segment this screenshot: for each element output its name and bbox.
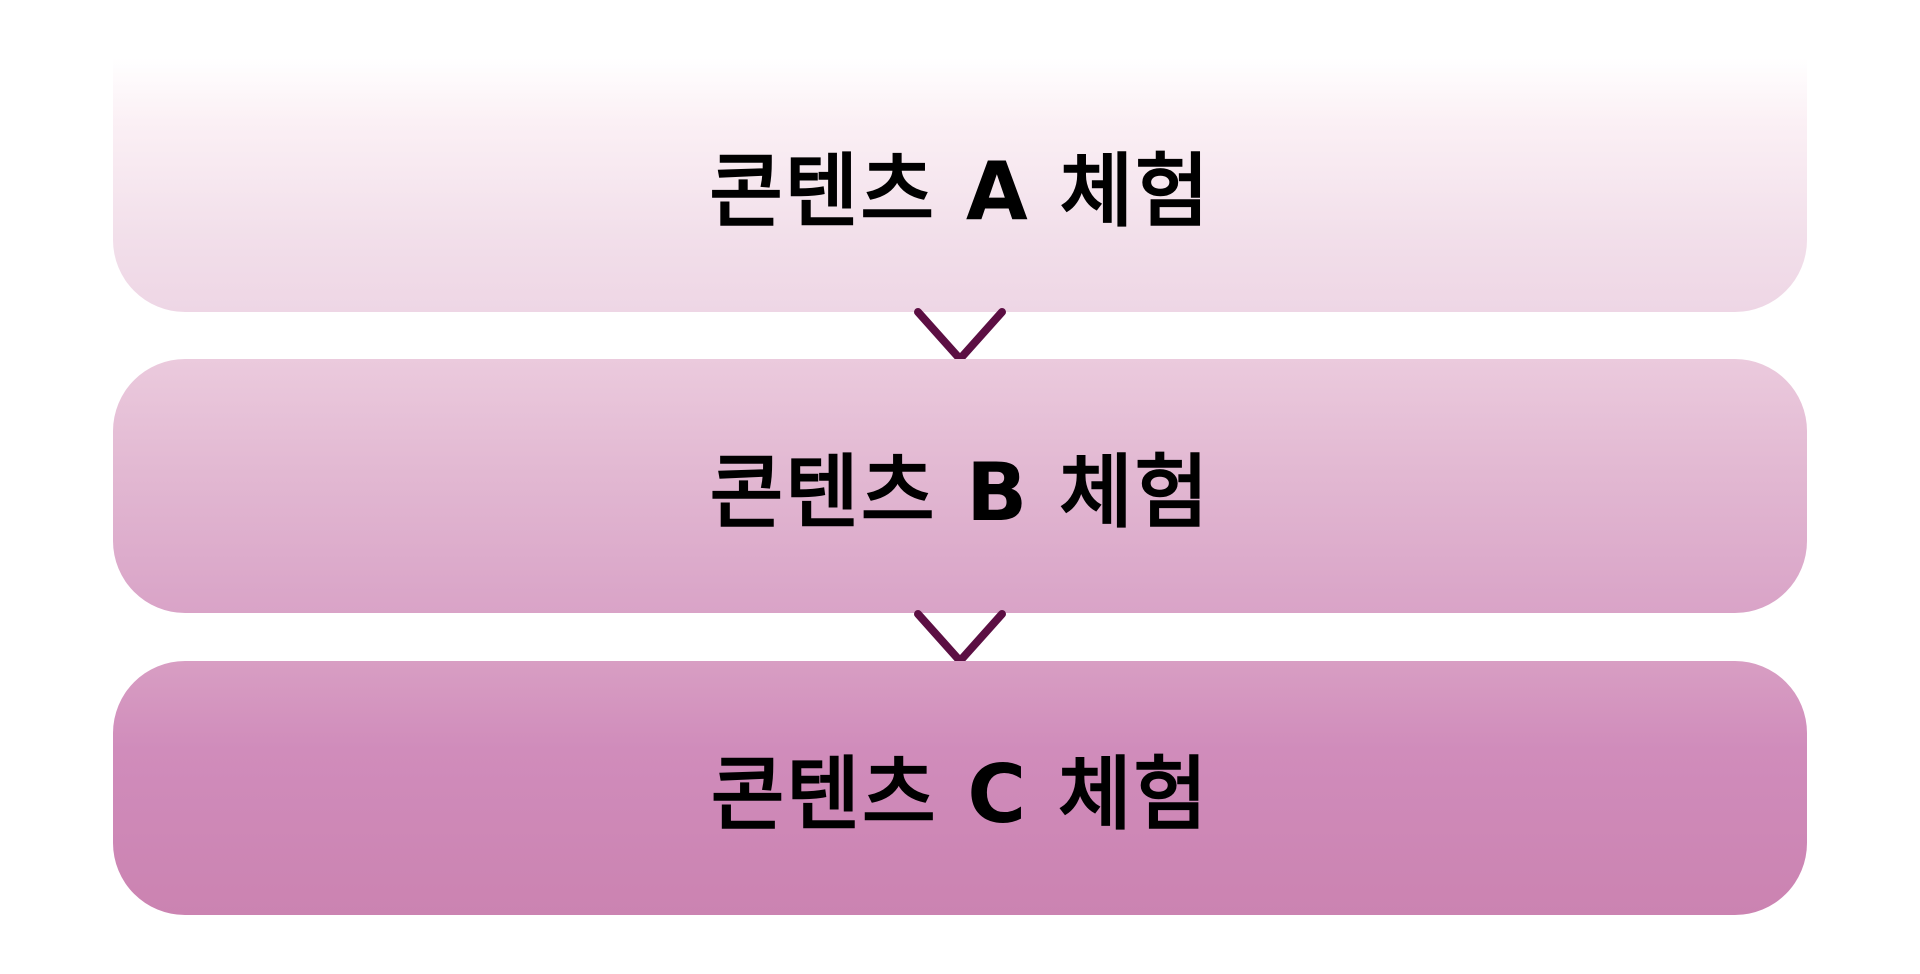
step-c-label: 콘텐츠 C 체험 <box>710 748 1210 841</box>
step-a-label: 콘텐츠 A 체험 <box>709 145 1211 238</box>
chevron-down-icon <box>913 604 1007 668</box>
step-c-box: 콘텐츠 C 체험 <box>113 661 1807 915</box>
step-b-label: 콘텐츠 B 체험 <box>709 446 1211 539</box>
chevron-down-icon <box>913 302 1007 366</box>
step-b-box: 콘텐츠 B 체험 <box>113 359 1807 613</box>
step-a-box: 콘텐츠 A 체험 <box>113 58 1807 312</box>
